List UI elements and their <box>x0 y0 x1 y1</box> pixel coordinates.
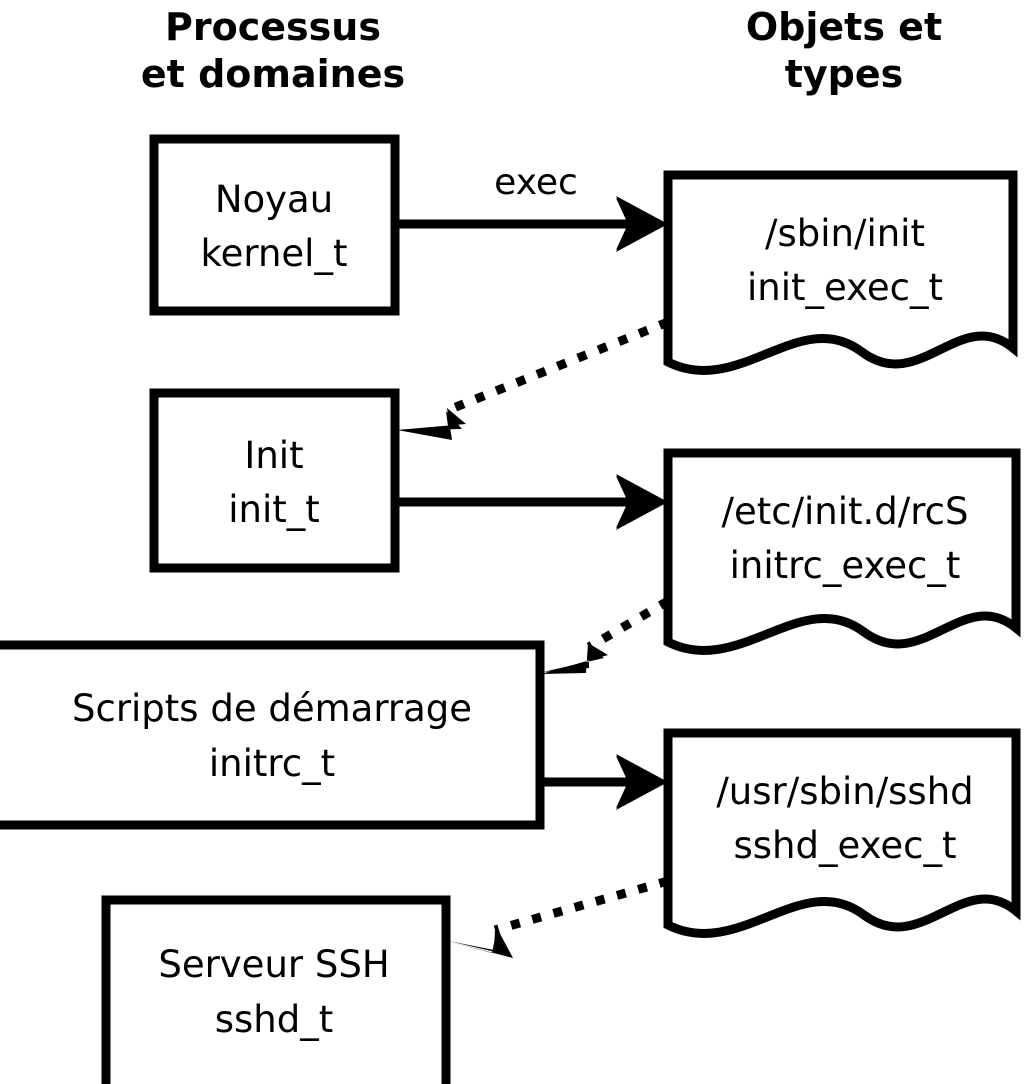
node-sshd-line2: sshd_t <box>215 998 334 1041</box>
node-initrc_exec-document-shape[interactable] <box>663 448 1021 655</box>
node-kernel-line1: Noyau <box>215 178 333 221</box>
edge-line-init_exec-init <box>444 317 670 416</box>
arrow-head-overlay-initrc_exec-initrc <box>541 643 608 674</box>
column-header-objects-line1: Objets et <box>746 5 942 49</box>
edge-line-sshd_exec-sshd <box>493 876 670 935</box>
arrowheads-overlay <box>397 196 668 958</box>
node-kernel[interactable]: Noyau kernel_t <box>149 134 400 316</box>
node-sshd-box[interactable] <box>101 895 451 1084</box>
node-initrc_exec-line1: /etc/init.d/rcS <box>721 490 968 533</box>
edge-line-initrc_exec-initrc <box>586 597 671 651</box>
node-initrc-box[interactable] <box>0 640 545 830</box>
node-sshd-line1: Serveur SSH <box>158 943 389 986</box>
node-sshd_exec-line2: sshd_exec_t <box>734 824 957 867</box>
column-header-processes-line1: Processus <box>165 5 381 49</box>
arrow-head-overlay-initrc-sshd_exec <box>616 754 668 810</box>
arrow-head-overlay-init-initrc_exec <box>616 474 668 530</box>
node-init-line1: Init <box>244 434 303 477</box>
node-initrc[interactable]: Scripts de démarrage initrc_t <box>0 640 545 830</box>
column-header-processes: Processus et domaines <box>141 5 405 96</box>
node-init_exec-line1: /sbin/init <box>765 212 925 255</box>
node-initrc_exec[interactable]: /etc/init.d/rcS initrc_exec_t <box>663 448 1021 655</box>
node-initrc-line1: Scripts de démarrage <box>72 687 472 730</box>
node-initrc-line2: initrc_t <box>209 742 335 785</box>
node-sshd_exec-document-shape[interactable] <box>663 728 1021 938</box>
edge-sshd_exec-transition-sshd <box>449 876 670 955</box>
node-sshd[interactable]: Serveur SSH sshd_t <box>101 895 451 1084</box>
node-kernel-line2: kernel_t <box>201 232 348 275</box>
column-header-processes-line2: et domaines <box>141 52 405 96</box>
node-kernel-box[interactable] <box>149 134 400 316</box>
arrow-head-overlay-init_exec-init <box>397 408 466 440</box>
node-init_exec-line2: init_exec_t <box>747 266 943 309</box>
node-initrc_exec-line2: initrc_exec_t <box>730 544 961 587</box>
arrow-head-overlay-kernel-init_exec <box>616 196 668 252</box>
node-init_exec[interactable]: /sbin/init init_exec_t <box>663 170 1018 375</box>
node-init-line2: init_t <box>228 488 320 531</box>
node-sshd_exec-line1: /usr/sbin/sshd <box>716 770 973 813</box>
column-header-objects-line2: types <box>785 52 904 96</box>
node-init-box[interactable] <box>149 388 400 573</box>
edge-init_exec-transition-init <box>399 317 670 434</box>
edge-initrc_exec-transition-initrc <box>543 597 671 672</box>
node-init_exec-document-shape[interactable] <box>663 170 1018 375</box>
node-init[interactable]: Init init_t <box>149 388 400 573</box>
node-sshd_exec[interactable]: /usr/sbin/sshd sshd_exec_t <box>663 728 1021 938</box>
column-header-objects: Objets et types <box>746 5 942 96</box>
arrow-head-overlay-sshd_exec-sshd <box>447 928 513 958</box>
arrow-head-initrc_exec-initrc <box>543 647 604 672</box>
edge-label-exec: exec <box>494 162 578 203</box>
